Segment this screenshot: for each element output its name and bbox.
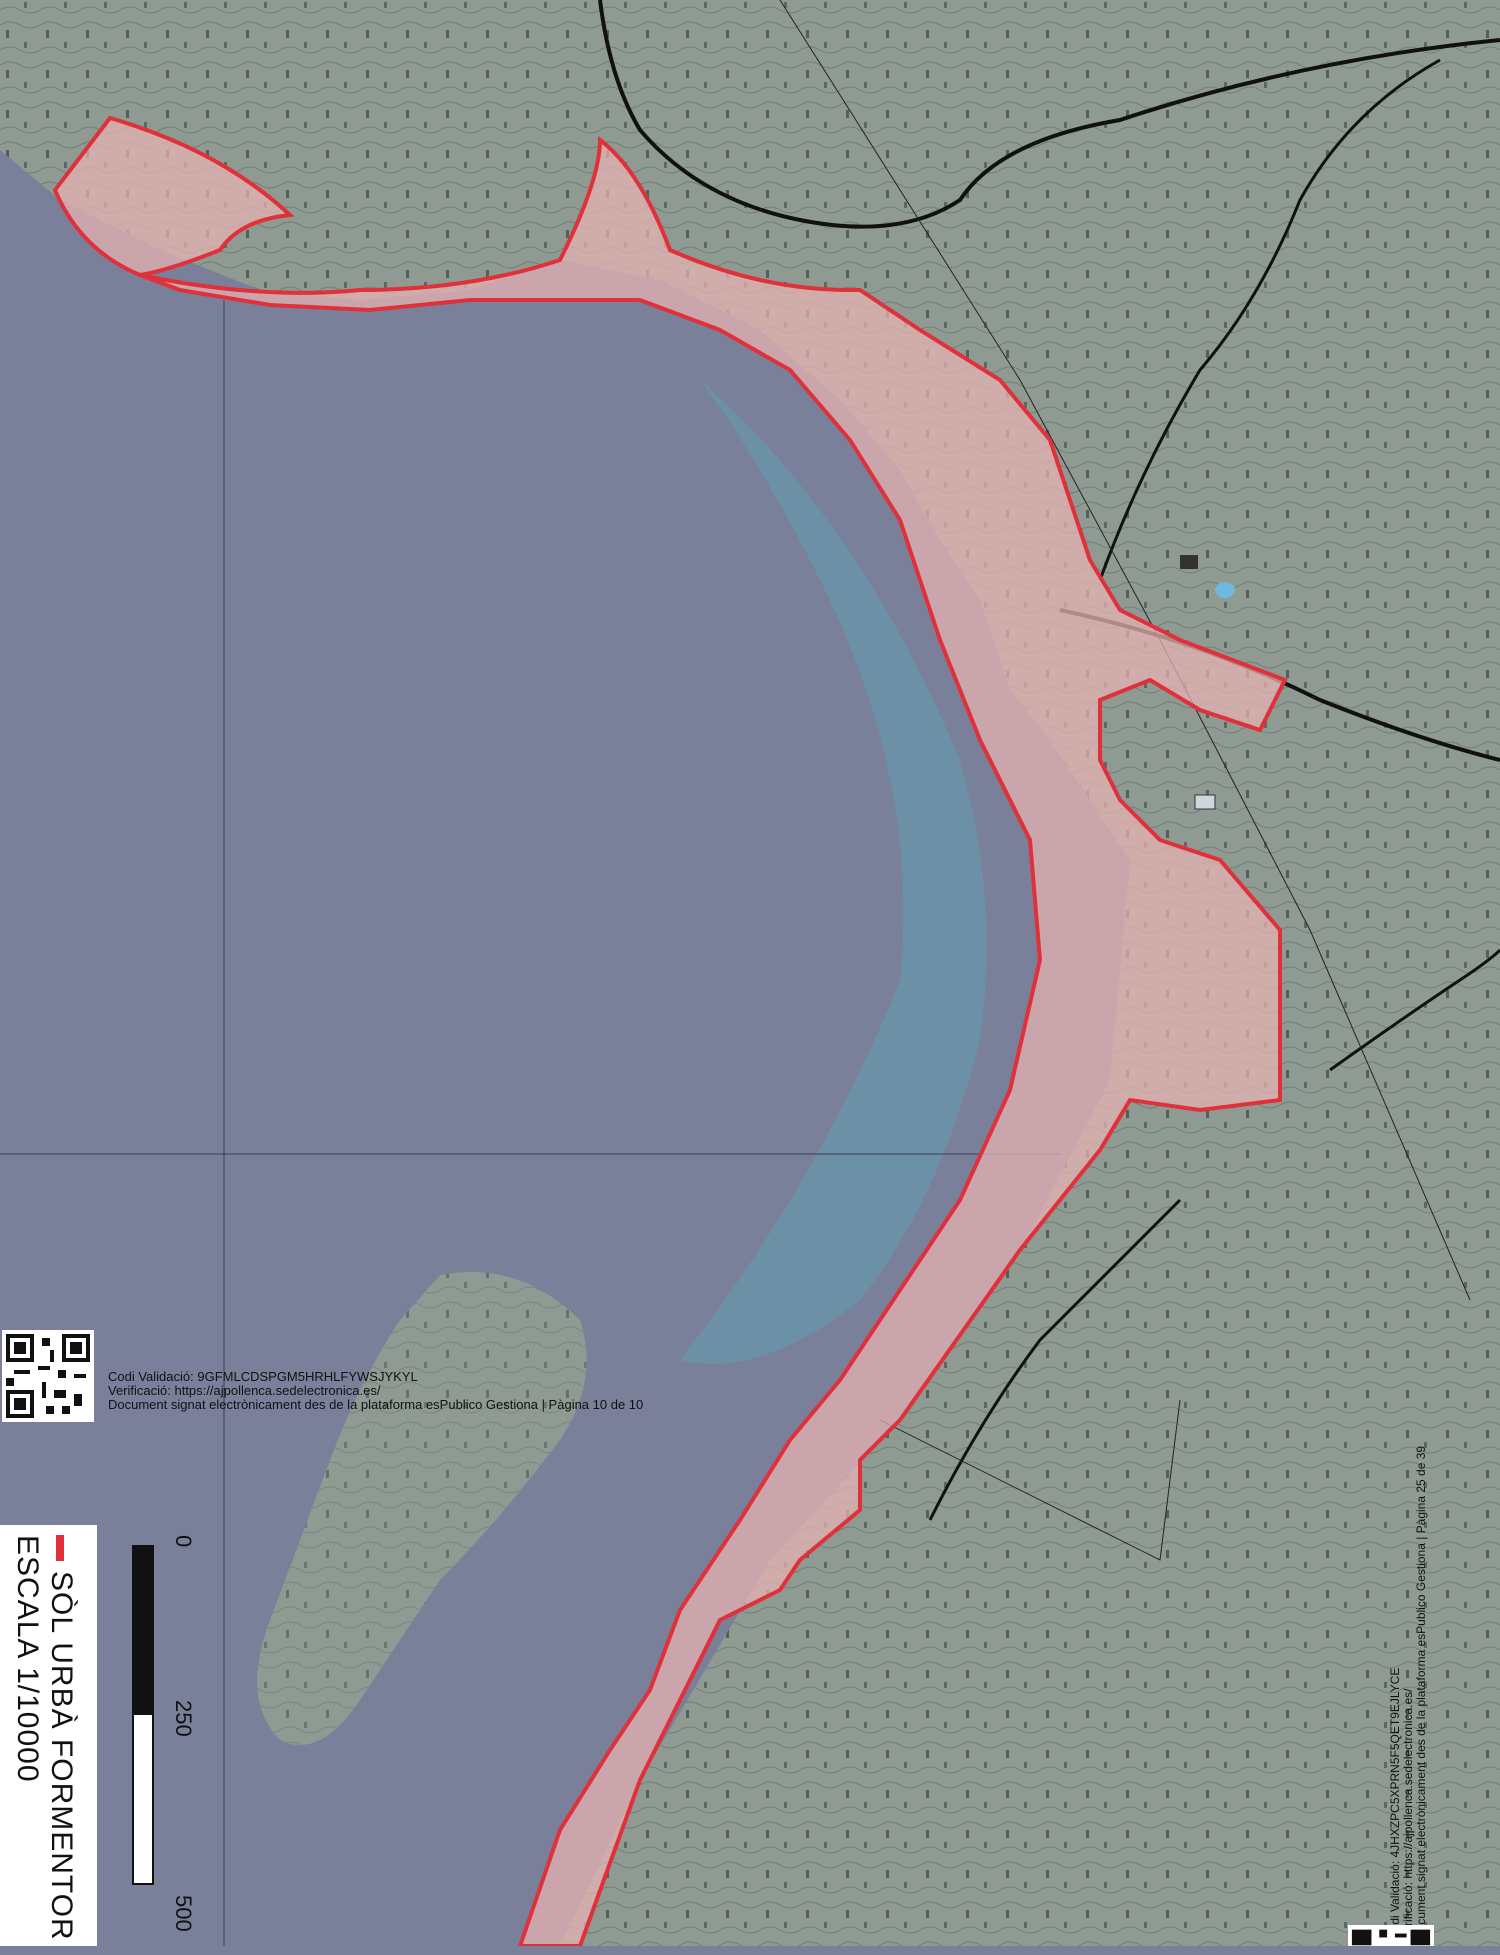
legend-item: SÒL URBÀ FORMENTOR (44, 1535, 78, 1941)
legend-label: SÒL URBÀ FORMENTOR (45, 1571, 78, 1941)
urban-zone (139, 135, 1288, 1946)
scale-text: ESCALA 1/10000 (11, 1535, 44, 1783)
legend-panel (0, 1525, 97, 1946)
validation-code: Codi Validació: 9GFMLCDSPGM5HRHLFYWSJYKY… (108, 1369, 418, 1384)
scale-label-250: 250 (171, 1700, 196, 1737)
road (1098, 58, 1441, 581)
road (1329, 948, 1500, 1072)
parcel-line (879, 1399, 1181, 1561)
signature-note: Document signat electrònicament des de l… (1414, 1445, 1428, 1940)
validation-stamp-2: Codi Validació: 4JHXZPC5XPRN5F5QET9EJLYC… (1388, 1445, 1428, 1940)
signature-note: Document signat electrònicament des de l… (108, 1397, 644, 1412)
building (1194, 794, 1216, 810)
road (928, 1198, 1182, 1521)
island-texture (257, 1272, 587, 1745)
shallow-water (680, 380, 987, 1364)
urban-zone (52, 115, 295, 278)
qr-code-icon (2, 1330, 94, 1422)
scale-bar (132, 1545, 154, 1885)
legend-swatch (55, 1535, 64, 1561)
scale-label-500: 500 (171, 1895, 196, 1932)
validation-stamp-1: Codi Validació: 9GFMLCDSPGM5HRHLFYWSJYKY… (108, 1370, 643, 1412)
pond (1215, 582, 1235, 598)
qr-code-icon (1348, 1925, 1434, 1946)
verification-url: Verificació: https://ajpollenca.sedelect… (108, 1383, 381, 1398)
scale-bar-segment (134, 1547, 152, 1715)
scale-label-0: 0 (171, 1535, 196, 1548)
building (1180, 555, 1198, 569)
road (598, 0, 1500, 229)
